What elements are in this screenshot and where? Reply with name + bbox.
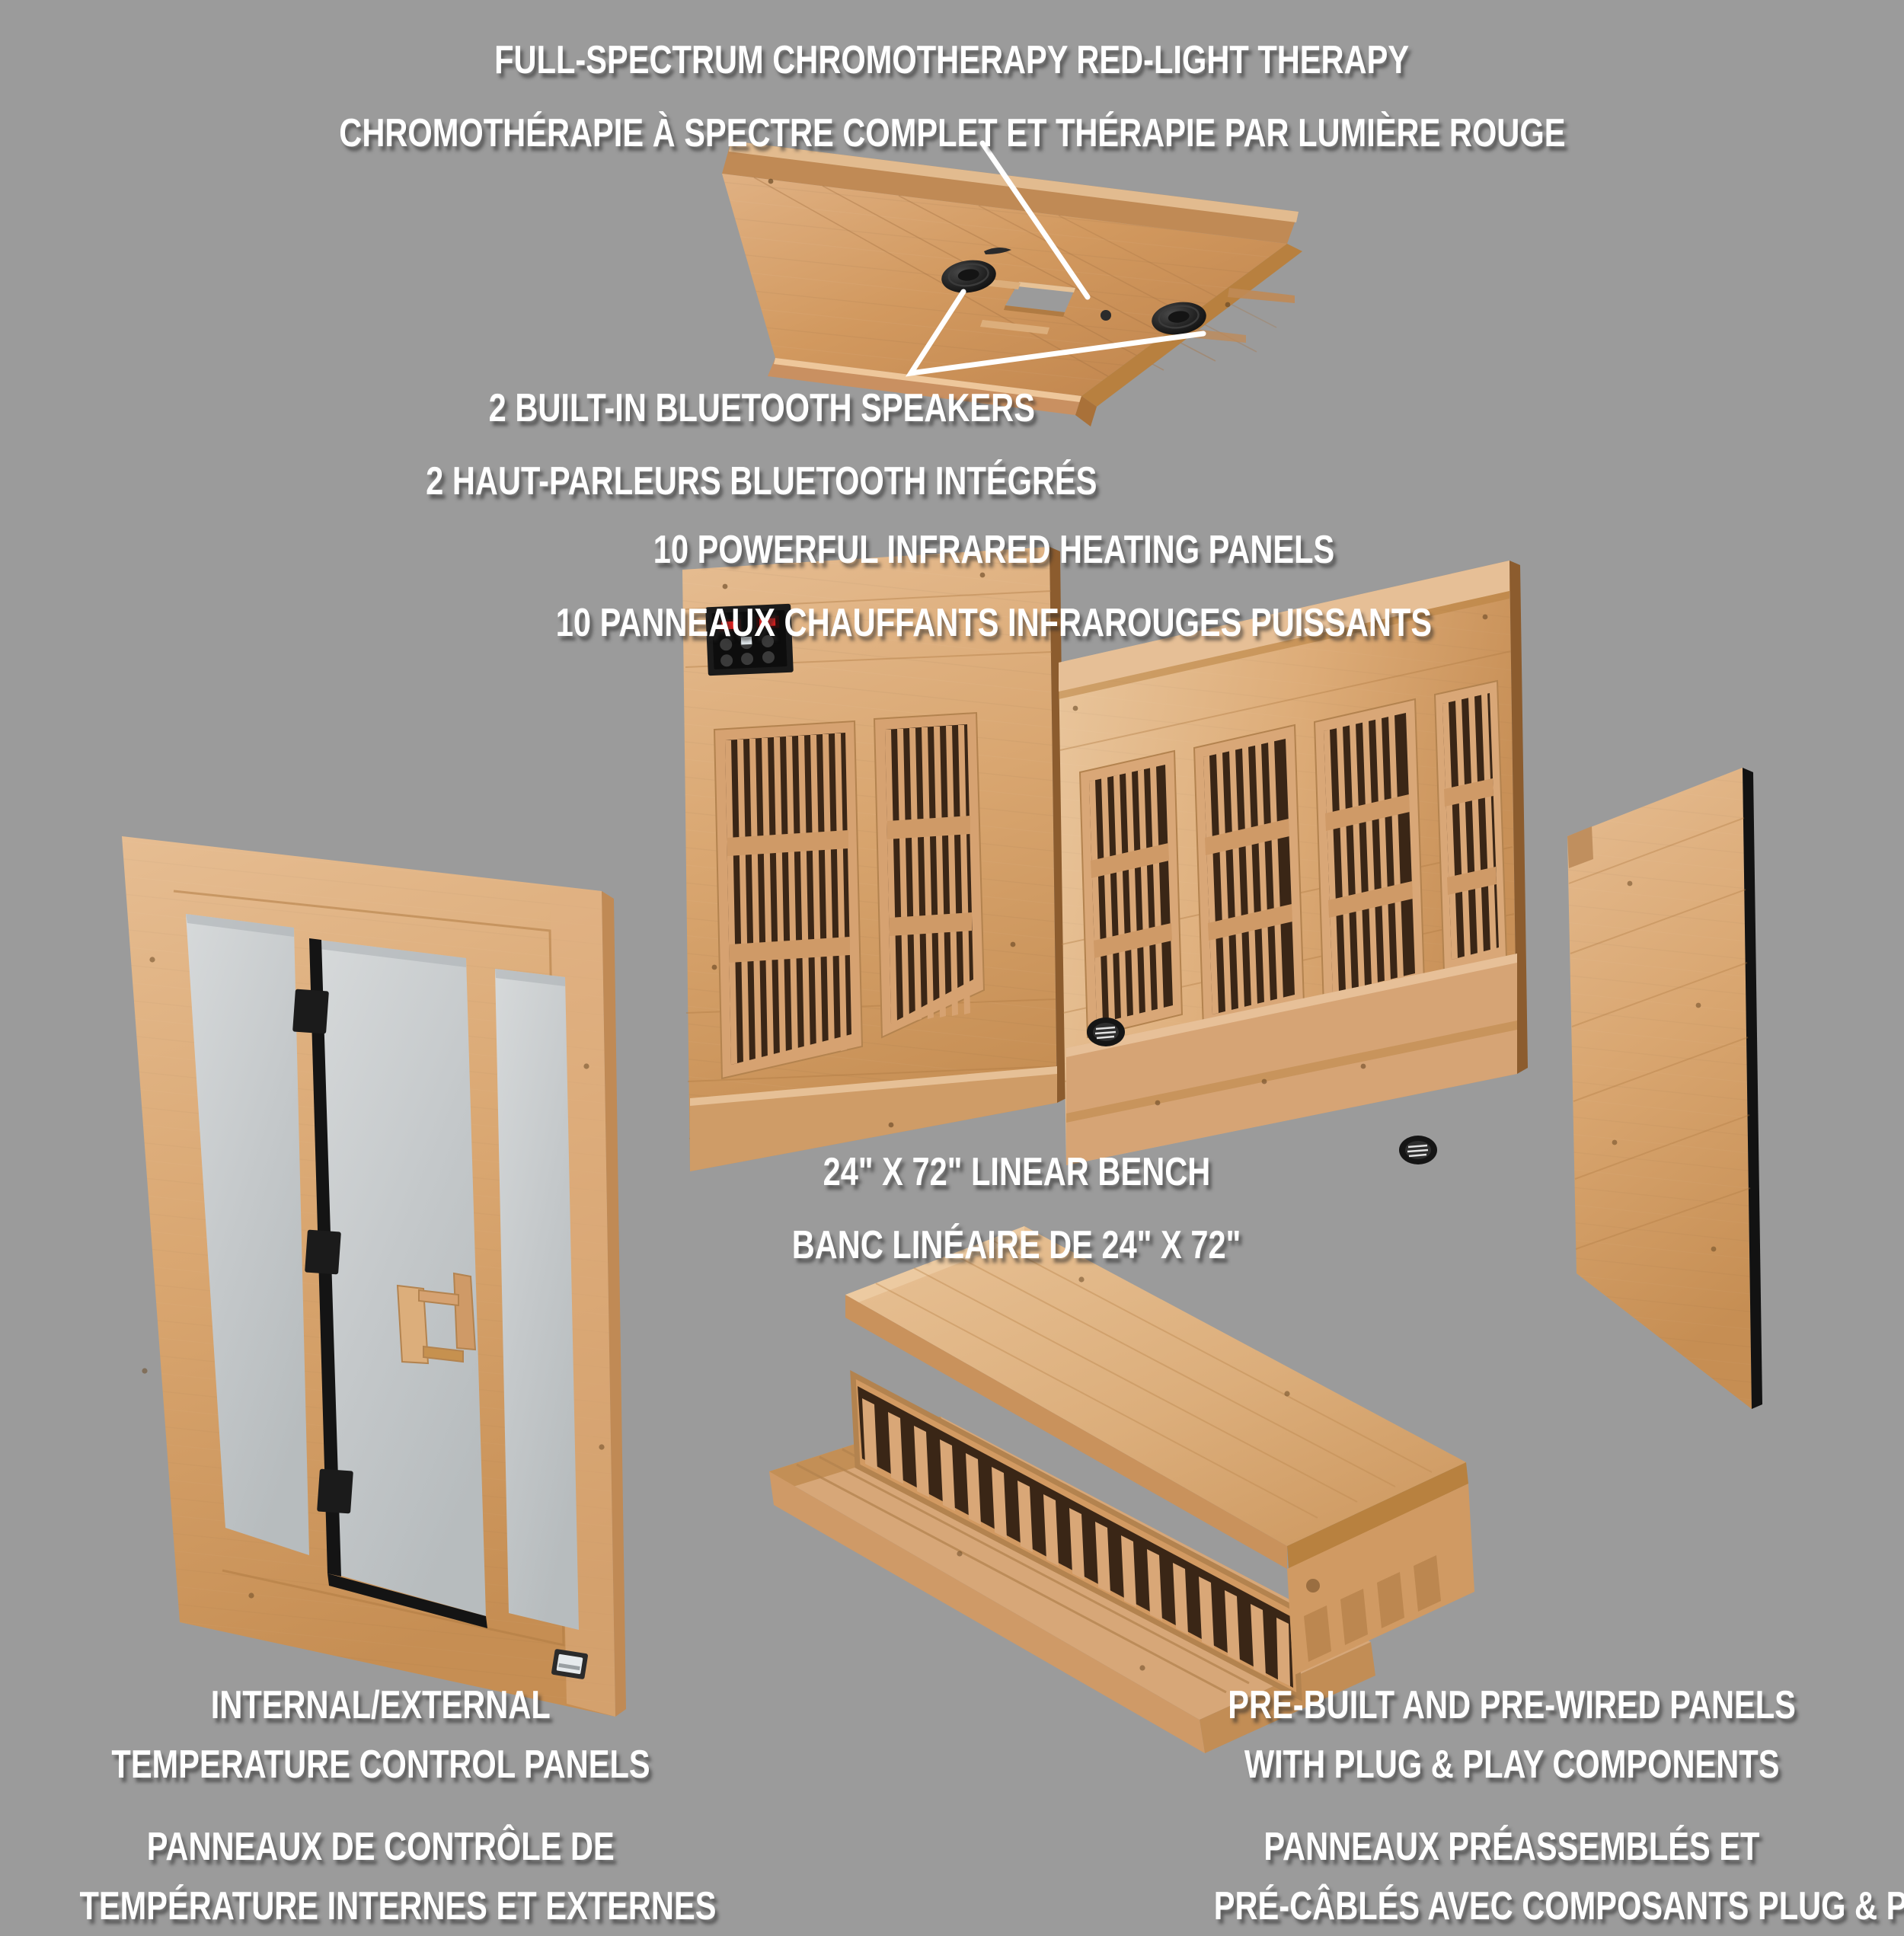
back-heater-grille-3 — [1313, 698, 1426, 1008]
callout-bench: 24" X 72" LINEAR BENCH BANC LINÉAIRE DE … — [503, 1142, 1531, 1275]
callout-prebuilt-en-2: WITH PLUG & PLAY COMPONENTS — [1244, 1743, 1780, 1787]
right-side-panel-graphic — [1567, 768, 1762, 1409]
callout-temperature: INTERNAL/EXTERNAL TEMPERATURE CONTROL PA… — [0, 1676, 762, 1936]
heater-grille-1 — [713, 720, 864, 1080]
back-heater-grille-2 — [1193, 724, 1305, 1030]
callout-prebuilt-fr-2: PRÉ-CÂBLÉS AVEC COMPOSANTS PLUG & PLAY — [1213, 1884, 1904, 1928]
callout-bench-en: 24" X 72" LINEAR BENCH — [823, 1150, 1211, 1194]
side-heater-panel-graphic — [682, 547, 1066, 1171]
callout-temperature-en-1: INTERNAL/EXTERNAL — [210, 1683, 551, 1727]
back-panel-vent-right — [1399, 1136, 1437, 1164]
internal-control-panel[interactable] — [705, 603, 794, 676]
door-hinges — [292, 989, 353, 1514]
callout-prebuilt-fr-1: PANNEAUX PRÉASSEMBLÉS ET — [1263, 1825, 1760, 1869]
door-hinge-bottom — [317, 1468, 353, 1514]
leader-chromotherapy — [979, 140, 1091, 300]
front-door-panel-graphic — [122, 836, 626, 1717]
back-heater-panel-graphic — [1059, 561, 1528, 1165]
door-glass-right — [495, 969, 579, 1630]
callout-speakers: 2 BUILT-IN BLUETOOTH SPEAKERS 2 HAUT-PAR… — [228, 379, 1295, 511]
callout-heaters-en: 10 POWERFUL INFRARED HEATING PANELS — [653, 528, 1335, 572]
callout-chromotherapy-fr: CHROMOTHÉRAPIE À SPECTRE COMPLET ET THÉR… — [338, 111, 1566, 155]
callout-prebuilt-en-1: PRE-BUILT AND PRE-WIRED PANELS — [1228, 1683, 1796, 1727]
back-heater-grille-4 — [1433, 679, 1508, 973]
callout-heaters-fr: 10 PANNEAUX CHAUFFANTS INFRAROUGES PUISS… — [555, 601, 1433, 645]
callout-temperature-fr-2: TEMPÉRATURE INTERNES ET EXTERNES — [79, 1884, 717, 1928]
callout-bench-fr: BANC LINÉAIRE DE 24" X 72" — [792, 1223, 1241, 1267]
ceiling-speaker-left — [941, 260, 996, 293]
bench-graphic — [769, 1226, 1474, 1753]
door-glass-left — [186, 914, 309, 1555]
callout-speakers-en: 2 BUILT-IN BLUETOOTH SPEAKERS — [488, 386, 1035, 430]
back-heater-grille-1 — [1078, 749, 1184, 1039]
external-control-panel[interactable] — [551, 1649, 589, 1679]
callout-speakers-fr: 2 HAUT-PARLEURS BLUETOOTH INTÉGRÉS — [426, 459, 1097, 503]
door-hinge-middle — [305, 1229, 341, 1275]
callout-temperature-en-2: TEMPERATURE CONTROL PANELS — [111, 1743, 650, 1787]
callout-leader-lines — [905, 140, 1206, 377]
callout-heaters: 10 POWERFUL INFRARED HEATING PANELS 10 P… — [289, 520, 1698, 653]
heater-grille-2 — [873, 711, 986, 1039]
callout-chromotherapy: FULL-SPECTRUM CHROMOTHERAPY RED-LIGHT TH… — [0, 30, 1904, 163]
callout-temperature-fr-1: PANNEAUX DE CONTRÔLE DE — [146, 1825, 615, 1869]
back-panel-vent-left — [1087, 1018, 1125, 1046]
door-glass-center — [318, 940, 486, 1616]
callout-chromotherapy-en: FULL-SPECTRUM CHROMOTHERAPY RED-LIGHT TH… — [494, 38, 1410, 82]
leader-speakers — [905, 289, 1206, 377]
door-hinge-top — [292, 989, 329, 1034]
ceiling-speaker-right — [1152, 302, 1206, 335]
door-handle[interactable] — [396, 1272, 477, 1365]
callout-prebuilt: PRE-BUILT AND PRE-WIRED PANELS WITH PLUG… — [1120, 1676, 1904, 1936]
